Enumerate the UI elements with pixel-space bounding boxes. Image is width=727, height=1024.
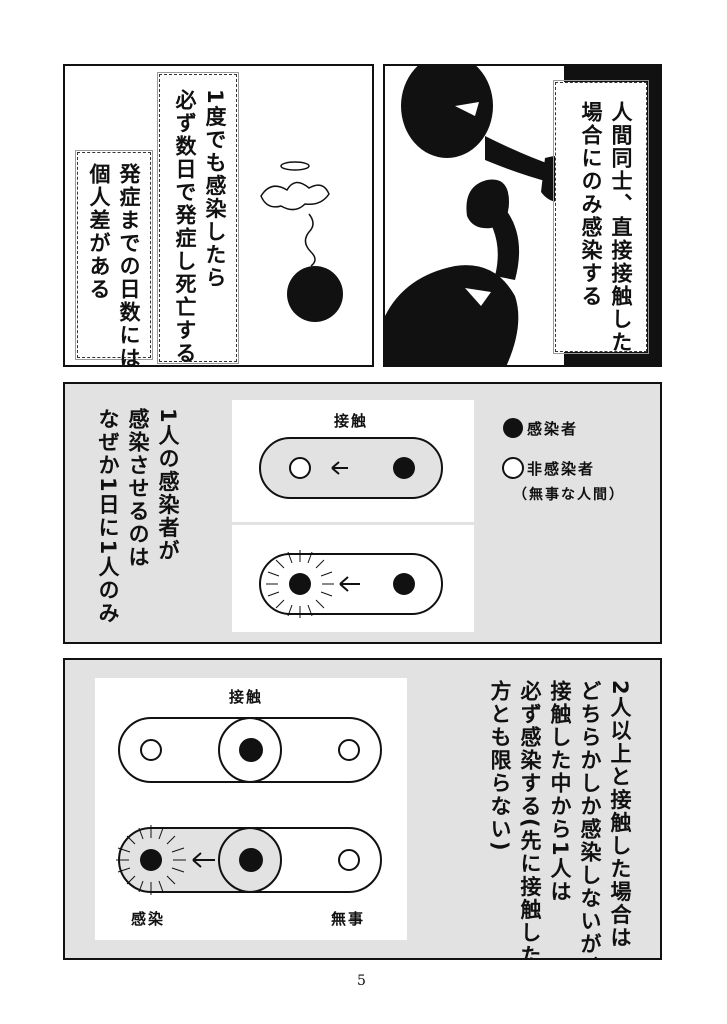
legend-uninfected-label: 非感染者 [527,460,596,478]
uninfected-person-icon [140,739,162,761]
uninfected-person-icon [338,739,360,761]
silhouette-person-icon [385,179,520,365]
panel-3: 1人の感染者が 感染させるのは なぜか1日に1人のみ 接触 [63,382,662,644]
contact-diagram: 接触 [232,400,474,632]
caption-multi-contact: 2人以上と接触した場合は どちらかしか感染しないが、 接触した中から1人は 必ず… [488,680,632,960]
newly-infected-person-icon [289,573,311,595]
infection-burst-icon [266,550,334,618]
legend-icons [502,418,524,479]
infection-burst-icon [116,825,186,895]
caption-box-certain-death: 1度でも感染したら 必ず数日で発症し死亡する [157,72,239,365]
uninfected-person-icon [289,457,311,479]
panel-2-art [385,66,660,365]
arrow-left-icon [331,461,348,475]
infected-person-icon [393,573,415,595]
caption-box-individual-difference: 発症までの日数には 個人差がある [75,150,153,365]
label-infected: 感染 [131,910,166,928]
panel-1-art [260,161,343,322]
arrow-left-icon [339,576,360,592]
newly-infected-person-icon [140,849,162,871]
diagram-label-contact: 接触 [334,412,369,430]
legend-uninfected-note: （無事な人間） [513,487,625,503]
multi-contact-diagram: 接触 [95,678,407,940]
angel-halo-icon [260,161,330,211]
caption-direct-contact: 人間同士、直接接触した 場合にのみ感染する [579,101,633,354]
page-number: 5 [357,973,366,989]
caption-one-per-day: 1人の感染者が 感染させるのは なぜか1日に1人のみ [96,408,180,626]
panel-4: 接触 [63,658,662,960]
arrow-left-icon [192,852,215,868]
caption-individual-difference: 発症までの日数には 個人差がある [87,163,141,367]
dead-person-circle-icon [287,266,343,322]
diagram-divider [232,522,474,525]
legend-infected-label: 感染者 [527,420,579,438]
infected-person-icon [239,848,263,872]
contact-diagram-art [259,437,443,618]
label-safe: 無事 [331,910,366,928]
spirit-wisp-icon [304,213,316,267]
infected-person-icon [393,457,415,479]
legend-infected-icon [503,418,523,438]
caption-certain-death: 1度でも感染したら 必ず数日で発症し死亡する [173,89,227,365]
panel-1: 1度でも感染したら 必ず数日で発症し死亡する 発症までの日数には 個人差がある [63,64,374,367]
uninfected-person-icon [338,849,360,871]
panel-2: 人間同士、直接接触した 場合にのみ感染する [383,64,662,367]
caption-box-direct-contact: 人間同士、直接接触した 場合にのみ感染する [553,80,649,354]
diagram-label-contact: 接触 [229,688,264,706]
multi-contact-diagram-art [116,717,382,895]
infected-person-icon [239,738,263,762]
legend-uninfected-icon [502,457,524,479]
